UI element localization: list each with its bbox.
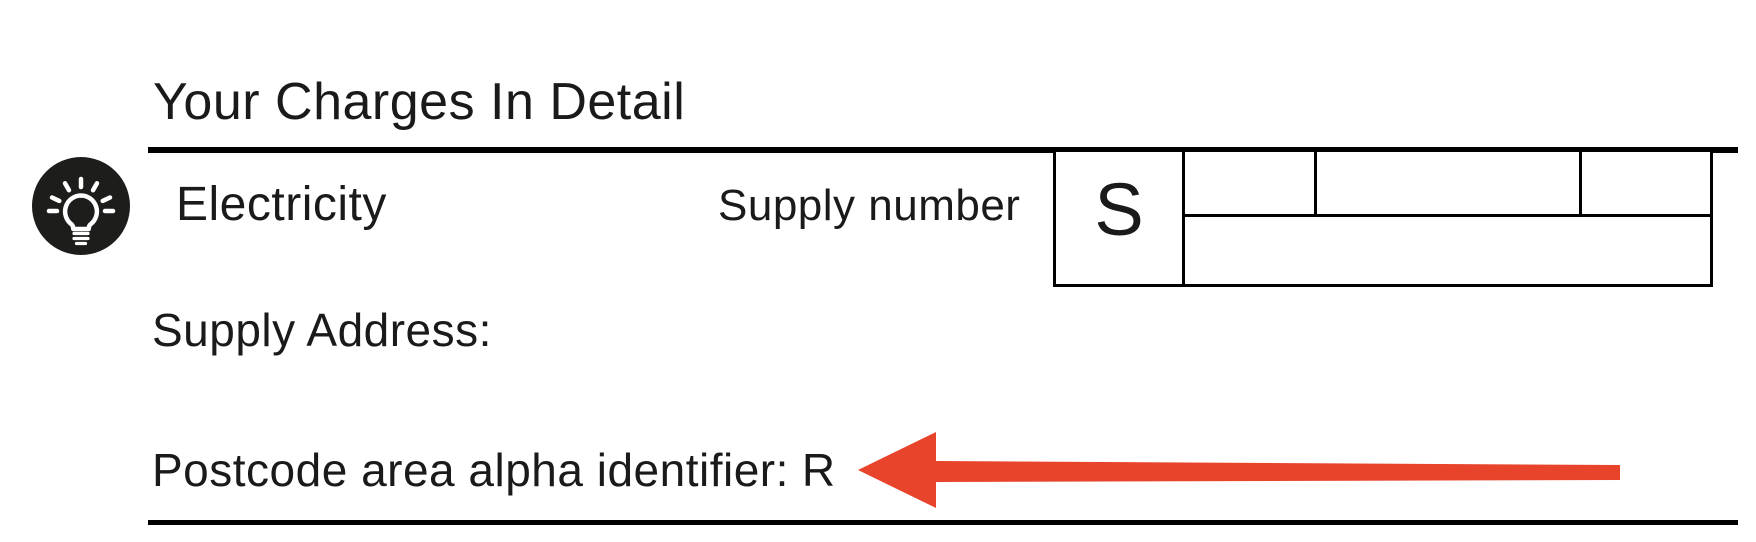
- supply-address-label: Supply Address:: [152, 304, 492, 356]
- arrow-left-icon: [857, 432, 1620, 508]
- postcode-identifier-row: Postcode area alpha identifier: R: [152, 432, 1620, 508]
- fuel-label: Electricity: [176, 178, 387, 231]
- bottom-rule: [148, 520, 1738, 525]
- supply-number-top-cell-2: [1317, 152, 1582, 217]
- top-rule: [148, 147, 1738, 153]
- lightbulb-icon-background: [32, 157, 130, 255]
- supply-number-prefix-cell: S: [1056, 152, 1185, 284]
- lightbulb-icon-svg: [32, 157, 130, 255]
- page-title: Your Charges In Detail: [153, 73, 686, 131]
- lightbulb-glass: [62, 193, 100, 232]
- postcode-identifier-value: R: [801, 444, 836, 496]
- lightbulb-rays: [46, 176, 116, 214]
- supply-number-top-cell-3: [1582, 152, 1710, 217]
- lightbulb-base: [72, 231, 90, 246]
- supply-number-label: Supply number: [718, 181, 1021, 230]
- supply-number-top-cell-1: [1185, 152, 1317, 217]
- supply-number-bottom-cell: [1185, 217, 1710, 284]
- postcode-identifier-label: Postcode area alpha identifier:: [152, 444, 789, 496]
- lightbulb-icon: [32, 157, 130, 255]
- arrow-left-shape: [857, 432, 1620, 508]
- supply-number-box: S: [1053, 149, 1713, 287]
